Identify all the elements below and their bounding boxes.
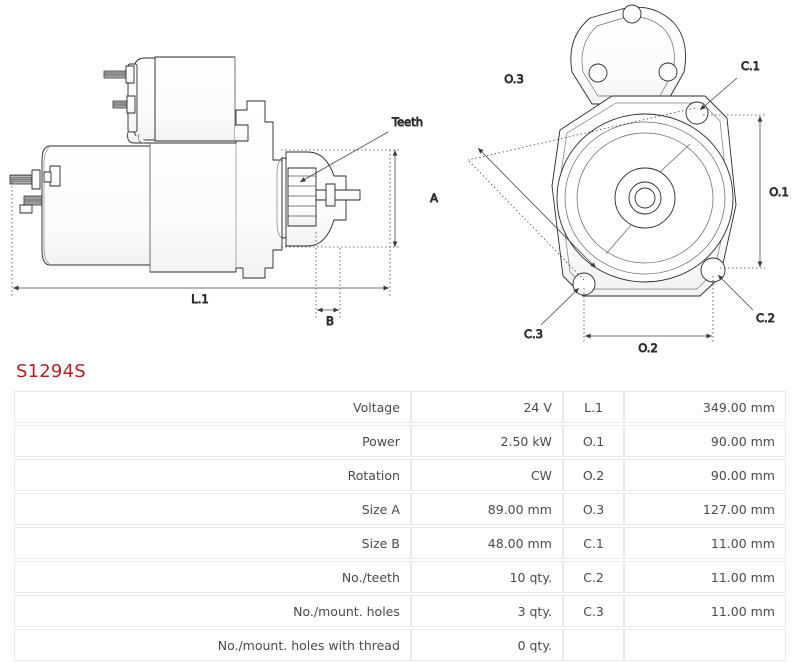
spec-value: CW	[410, 459, 563, 491]
dimension-value: 127.00 mm	[624, 493, 786, 525]
teeth-leader	[299, 131, 389, 183]
spec-label: No./teeth	[14, 561, 411, 593]
dimension-code: O.1	[562, 425, 625, 457]
spec-value: 89.00 mm	[410, 493, 563, 525]
drive-housing	[149, 100, 283, 279]
dimension-o3	[467, 107, 696, 281]
dim-label-o1: O.1	[769, 185, 789, 199]
dimension-value	[624, 629, 786, 661]
dim-label-a: A	[430, 191, 438, 205]
spec-label: Voltage	[14, 391, 411, 423]
spec-label: Power	[14, 425, 411, 457]
dimension-value: 90.00 mm	[624, 459, 786, 491]
spec-label: No./mount. holes	[14, 595, 411, 627]
part-number-title: S1294S	[16, 361, 86, 382]
dimension-o2	[583, 276, 714, 344]
spec-label: No./mount. holes with thread	[14, 629, 411, 661]
dimension-value: 90.00 mm	[624, 425, 786, 457]
dimension-value: 11.00 mm	[624, 527, 786, 559]
drawings-svg: A B L.1 Teeth	[9, 4, 789, 355]
pinion-nose	[276, 151, 361, 247]
hole-leaders	[540, 77, 754, 326]
solenoid	[103, 56, 249, 144]
starter-side-view: A B L.1 Teeth	[9, 56, 439, 328]
dimension-b	[315, 232, 341, 318]
dimension-code: O.3	[562, 493, 625, 525]
dimension-value: 349.00 mm	[624, 391, 786, 423]
dimension-code: C.3	[562, 595, 625, 627]
dimension-value: 11.00 mm	[624, 561, 786, 593]
motor-barrel	[41, 145, 151, 266]
dimension-code: C.1	[562, 527, 625, 559]
dim-label-c1: C.1	[741, 59, 760, 73]
spec-value: 3 qty.	[410, 595, 563, 627]
spec-label: Size B	[14, 527, 411, 559]
dim-label-o3: O.3	[504, 72, 524, 86]
bore-rings	[556, 113, 734, 283]
dim-label-c3: C.3	[524, 327, 543, 341]
dim-label-b: B	[326, 314, 334, 328]
dim-label-o2: O.2	[638, 341, 658, 355]
dimension-a	[281, 149, 400, 248]
spec-value: 48.00 mm	[410, 527, 563, 559]
starter-end-view: O.1 O.2 O.3 C.1 C.2 C.3	[467, 4, 789, 355]
solenoid-footprint	[570, 4, 687, 105]
dimension-code	[562, 629, 625, 661]
dim-label-l1: L.1	[191, 292, 208, 306]
dimension-o1	[703, 114, 765, 269]
dim-label-teeth: Teeth	[391, 115, 423, 129]
spec-value: 0 qty.	[410, 629, 563, 661]
dimension-code: L.1	[562, 391, 625, 423]
spec-value: 10 qty.	[410, 561, 563, 593]
dimension-code: C.2	[562, 561, 625, 593]
dimension-code: O.2	[562, 459, 625, 491]
spec-label: Size A	[14, 493, 411, 525]
spec-value: 24 V	[410, 391, 563, 423]
dimension-value: 11.00 mm	[624, 595, 786, 627]
dimension-l1	[11, 150, 391, 298]
spec-label: Rotation	[14, 459, 411, 491]
spec-value: 2.50 kW	[410, 425, 563, 457]
technical-drawings: A B L.1 Teeth	[9, 4, 789, 355]
dim-label-c2: C.2	[756, 311, 775, 325]
